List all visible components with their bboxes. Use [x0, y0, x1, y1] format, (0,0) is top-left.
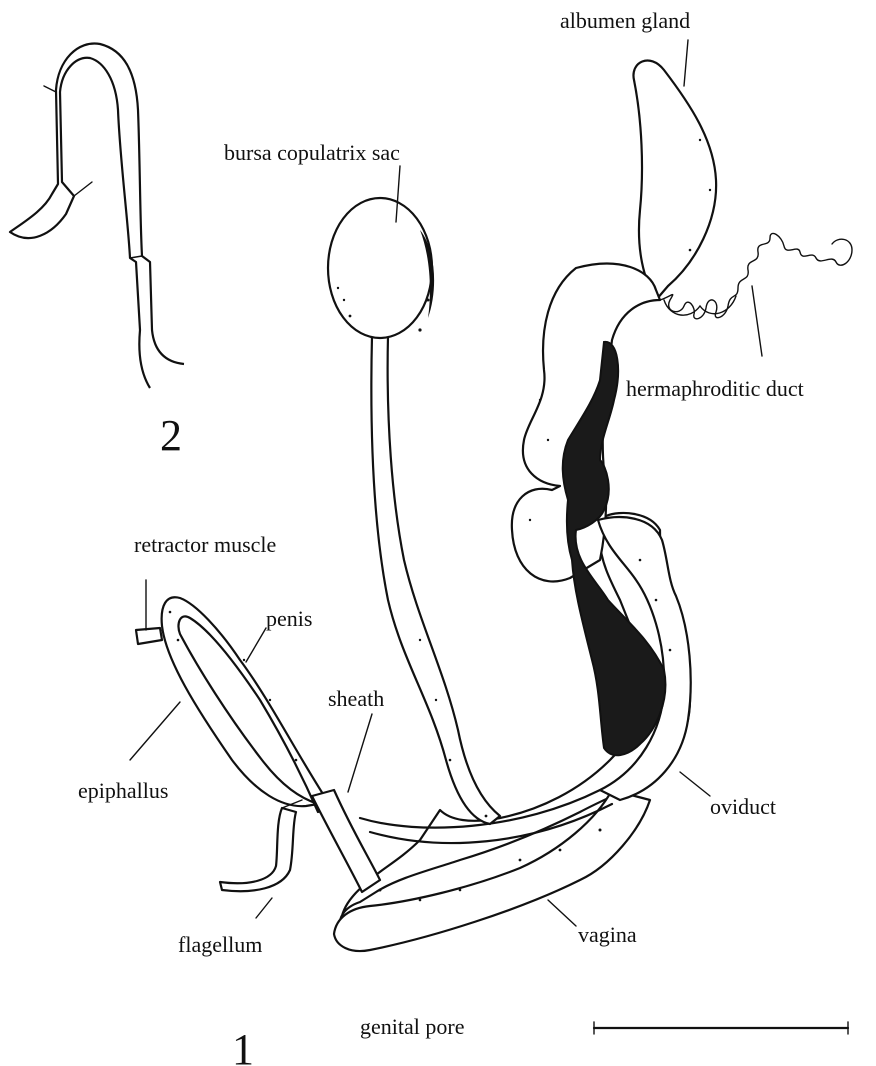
- label-penis: penis: [266, 606, 312, 631]
- label-bursa-copulatrix-sac: bursa copulatrix sac: [224, 140, 400, 165]
- figure-number-1: 1: [232, 1025, 254, 1066]
- label-genital-pore: genital pore: [360, 1014, 464, 1039]
- figure-2-drawing: [10, 43, 184, 388]
- bursa-copulatrix-sac: [328, 198, 432, 338]
- label-vagina: vagina: [578, 922, 637, 947]
- figure-number-2: 2: [160, 411, 182, 460]
- label-albumen-gland: albumen gland: [560, 8, 690, 33]
- label-retractor-muscle: retractor muscle: [134, 532, 276, 557]
- label-sheath: sheath: [328, 686, 384, 711]
- penial-sheath: [312, 790, 380, 892]
- label-hermaphroditic-duct: hermaphroditic duct: [626, 376, 804, 401]
- label-oviduct: oviduct: [710, 794, 776, 819]
- flagellum-tube: [220, 808, 296, 891]
- retractor-muscle: [136, 628, 162, 644]
- scale-bar: [594, 1022, 848, 1034]
- label-flagellum: flagellum: [178, 932, 262, 957]
- bursa-stalk: [371, 336, 500, 824]
- label-epiphallus: epiphallus: [78, 778, 168, 803]
- albumen-gland: [633, 61, 716, 300]
